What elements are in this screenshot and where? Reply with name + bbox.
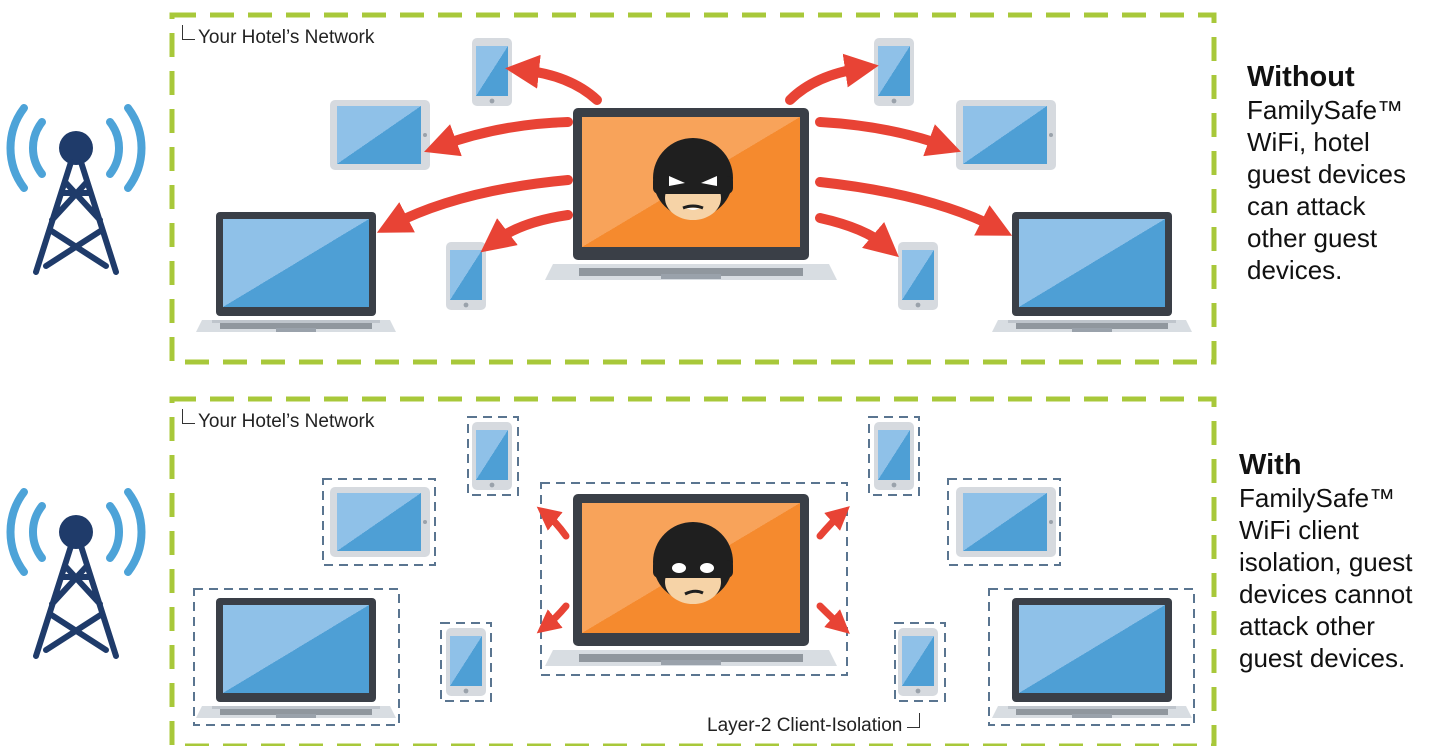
network-boundary-bottom [169,396,1217,746]
phone-icon [446,628,486,696]
phone-icon [874,38,914,106]
blocked-arrow-icon [536,506,850,634]
caption-heading: With [1239,449,1302,481]
caption-without: Without FamilySafe™ WiFi, hotel guest de… [1247,60,1427,286]
network-label-top: Your Hotel’s Network [182,25,374,49]
phone-icon [898,242,938,310]
tablet-icon [956,487,1056,557]
isolation-box [193,416,1195,726]
tablet-icon [330,100,430,170]
tablet-icon [330,487,430,557]
phone-icon [874,422,914,490]
caption-body: FamilySafe™ WiFi client isolation, guest… [1239,483,1413,673]
phone-icon [472,422,512,490]
isolation-label: Layer-2 Client-Isolation [707,713,921,737]
attack-arrow-icon [376,53,1013,258]
hacker-laptop-icon [545,494,837,666]
laptop-icon [196,212,396,332]
network-label-bottom: Your Hotel’s Network [182,409,374,433]
caption-heading: Without [1247,61,1355,93]
hacker-laptop-icon [545,108,837,280]
phone-icon [446,242,486,310]
phone-icon [472,38,512,106]
caption-with: With FamilySafe™ WiFi client isolation, … [1239,448,1429,674]
caption-body: FamilySafe™ WiFi, hotel guest devices ca… [1247,95,1406,285]
network-boundary-top [169,12,1217,365]
laptop-icon [992,212,1192,332]
laptop-icon [992,598,1192,718]
wifi-tower-icon [10,492,141,656]
phone-icon [898,628,938,696]
tablet-icon [956,100,1056,170]
wifi-tower-icon [10,108,141,272]
laptop-icon [196,598,396,718]
